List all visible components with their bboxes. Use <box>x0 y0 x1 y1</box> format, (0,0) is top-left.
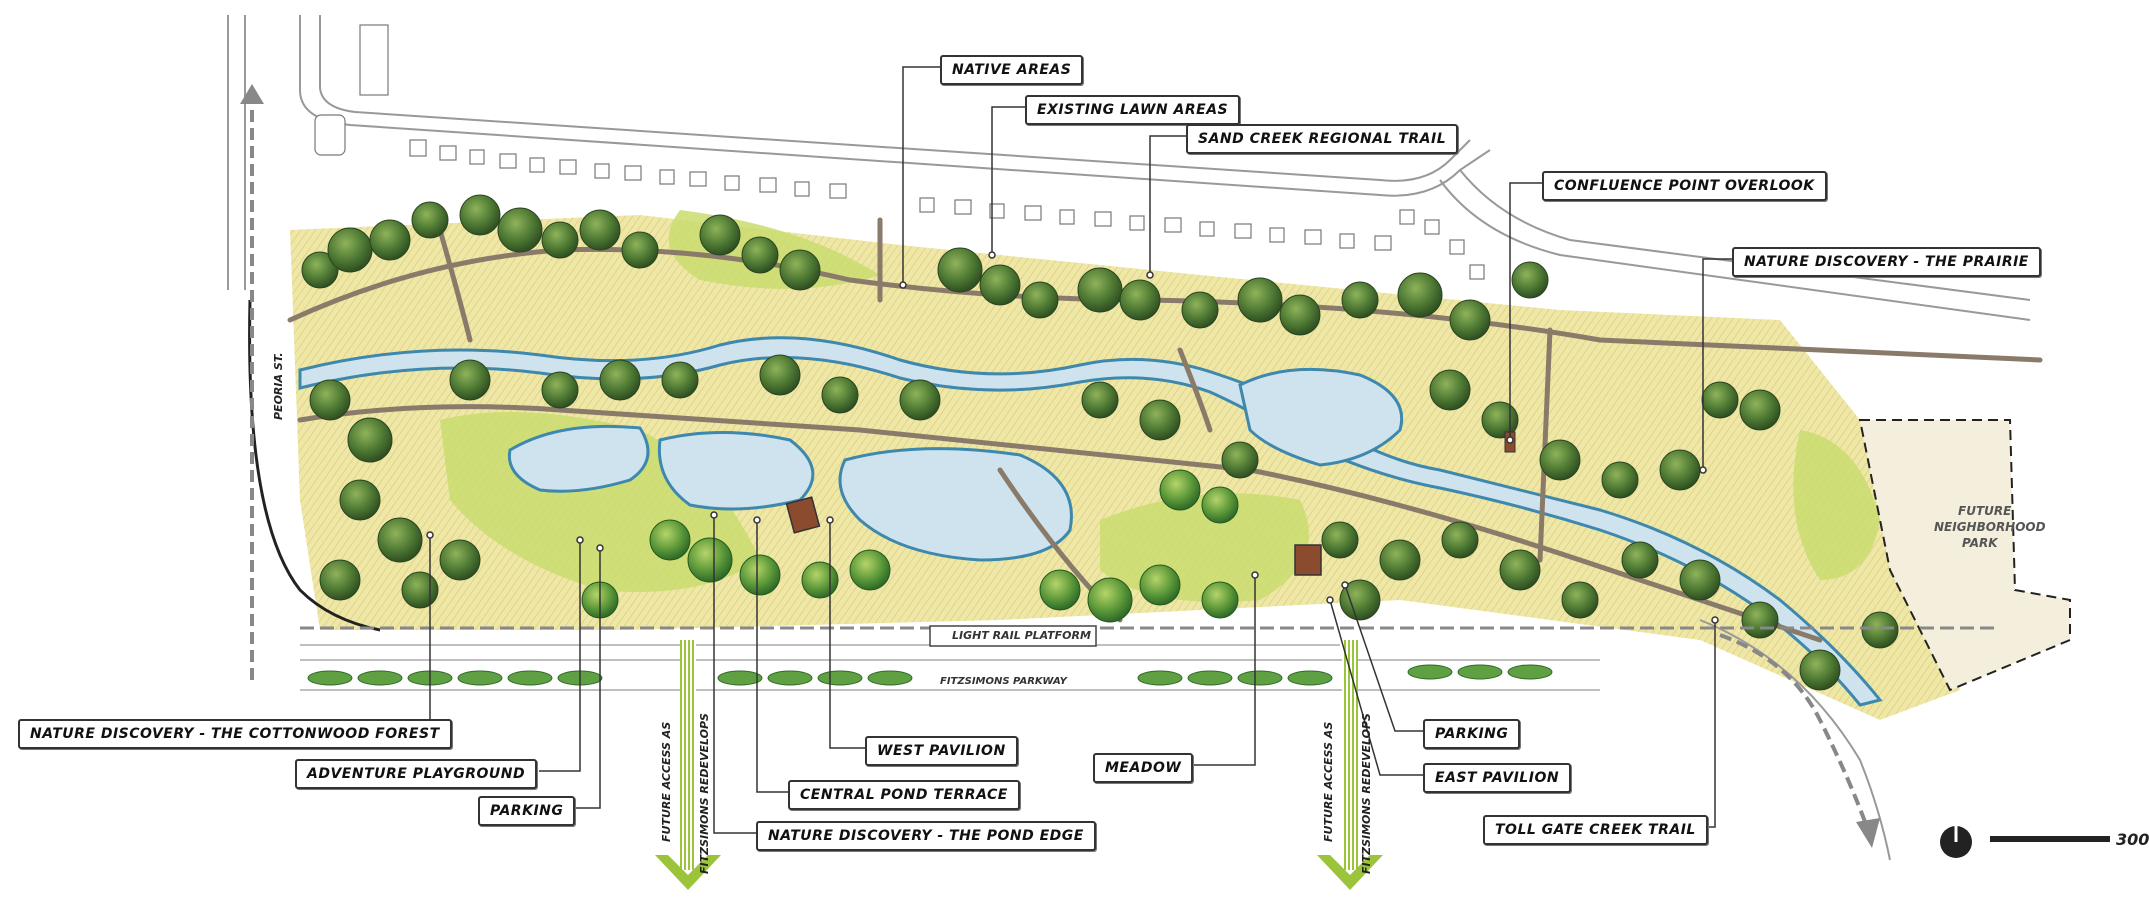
native-meadow-area <box>290 215 1960 720</box>
future-access-east-line2: FITZSIMONS REDEVELOPS <box>1360 713 1373 874</box>
peoria-street <box>248 299 381 632</box>
label-west-pavilion: WEST PAVILION <box>865 736 1018 766</box>
fitzsimons-parkway <box>300 619 2000 861</box>
label-central-pond-terrace: CENTRAL POND TERRACE <box>788 780 1020 810</box>
future-access-west-line2: FITZSIMONS REDEVELOPS <box>698 713 711 874</box>
bright-tree-canopy <box>581 469 1239 623</box>
label-east-pavilion: EAST PAVILION <box>1423 763 1572 793</box>
west-pond <box>507 424 650 493</box>
central-pond <box>657 431 815 511</box>
future-access-west-line1: FUTURE ACCESS AS <box>660 721 673 842</box>
access-arrow-icon-east <box>1317 640 1383 890</box>
label-confluence-point-overlook: CONFLUENCE POINT OVERLOOK <box>1542 171 1827 201</box>
leader-dots <box>426 251 1719 624</box>
confluence-pond <box>1238 367 1404 467</box>
light-rail-platform-box <box>929 625 1097 647</box>
tree-canopy <box>301 194 1899 691</box>
label-existing-lawn-areas: EXISTING LAWN AREAS <box>1025 95 1241 125</box>
toll-gate-trail-arrow-icon <box>1719 633 1880 848</box>
streets <box>227 15 2031 321</box>
label-nature-discovery-pond-edge: NATURE DISCOVERY - THE POND EDGE <box>756 821 1096 851</box>
label-nature-discovery-prairie: NATURE DISCOVERY - THE PRAIRIE <box>1732 247 2041 277</box>
fitzsimons-parkway-label: FITZSIMONS PARKWAY <box>940 676 1067 687</box>
parkway-trees <box>307 664 1553 686</box>
scale-bar-icon <box>1940 826 2110 858</box>
future-park-line1: FUTURE <box>1958 504 2012 518</box>
east-pavilion-structure <box>1294 544 1322 576</box>
sand-creek <box>298 336 1883 707</box>
north-arrow-icon <box>240 84 264 680</box>
label-toll-gate-creek-trail: TOLL GATE CREEK TRAIL <box>1483 815 1708 845</box>
light-rail-platform-label: LIGHT RAIL PLATFORM <box>952 629 1091 642</box>
access-arrow-icon-west <box>655 640 721 890</box>
label-parking-east: PARKING <box>1423 719 1521 749</box>
future-neighborhood-park-area <box>1858 419 2071 692</box>
future-access-east-line1: FUTURE ACCESS AS <box>1322 721 1335 842</box>
label-adventure-playground: ADVENTURE PLAYGROUND <box>295 759 538 789</box>
label-sand-creek-regional-trail: SAND CREEK REGIONAL TRAIL <box>1186 124 1459 154</box>
future-park-line3: PARK <box>1962 536 1998 550</box>
houses <box>314 24 1485 280</box>
scale-label: 300' <box>2116 830 2149 849</box>
label-meadow: MEADOW <box>1093 753 1194 783</box>
west-pavilion-structure <box>785 496 821 534</box>
leader-lines <box>413 66 1732 834</box>
label-native-areas: NATIVE AREAS <box>940 55 1084 85</box>
future-park-line2: NEIGHBORHOOD <box>1934 520 2046 534</box>
label-parking-west: PARKING <box>478 796 576 826</box>
peoria-st-label: PEORIA ST. <box>272 352 285 420</box>
label-nature-discovery-cottonwood: NATURE DISCOVERY - THE COTTONWOOD FOREST <box>18 719 452 749</box>
